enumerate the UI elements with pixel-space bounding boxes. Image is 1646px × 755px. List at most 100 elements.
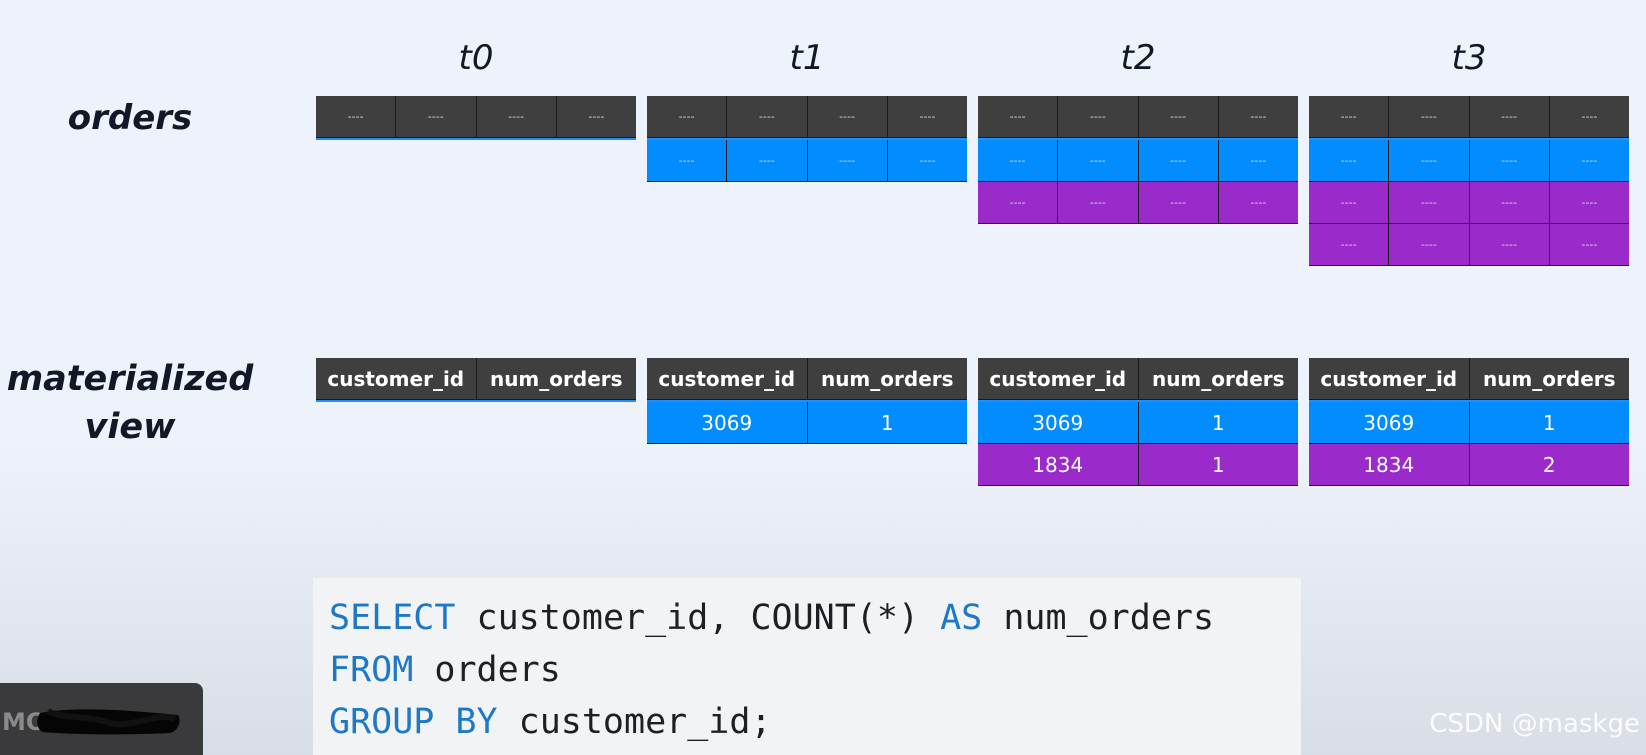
orders-row-blue: ---------------- <box>647 140 967 182</box>
orders-row-purple: ---------------- <box>978 182 1298 224</box>
orders-cell: ---- <box>1218 140 1298 182</box>
orders-cell: ---- <box>1469 224 1550 266</box>
mv-column-header: num_orders <box>476 358 636 400</box>
orders-cell: ---- <box>1309 140 1390 182</box>
orders-label: orders <box>67 98 193 138</box>
orders-cell: ---- <box>647 140 728 182</box>
orders-cell: ---- <box>1058 182 1139 224</box>
orders-cell: ---- <box>476 96 557 138</box>
orders-cell: ---- <box>556 96 636 138</box>
orders-header-row: ---------------- <box>316 96 636 140</box>
mv-cell-customer-id: 3069 <box>1309 402 1470 444</box>
mv-cell-customer-id: 1834 <box>1309 444 1470 486</box>
orders-cell: ---- <box>1389 96 1470 138</box>
orders-cell: ---- <box>396 96 477 138</box>
orders-cell: ---- <box>647 96 728 138</box>
mv-cell-num-orders: 1 <box>1138 444 1298 486</box>
orders-row-purple: ---------------- <box>1309 182 1629 224</box>
orders-cell: ---- <box>978 140 1059 182</box>
time-label-t0: t0 <box>458 38 494 78</box>
sql-keyword: SELECT <box>329 598 456 638</box>
materialized-view-label-line1: materialized <box>6 359 254 399</box>
sql-line-1: SELECT customer_id, COUNT(*) AS num_orde… <box>329 592 1285 644</box>
orders-row-blue: ---------------- <box>978 140 1298 182</box>
materialized-view-label-line2: view <box>84 407 176 447</box>
mv-column-header: num_orders <box>807 358 967 400</box>
orders-header-row: ---------------- <box>978 96 1298 140</box>
mv-column-header: customer_id <box>1309 358 1470 400</box>
logo-box: MO <box>0 683 203 755</box>
orders-cell: ---- <box>1389 224 1470 266</box>
orders-cell: ---- <box>1218 96 1298 138</box>
orders-cell: ---- <box>1138 96 1219 138</box>
orders-cell: ---- <box>1549 182 1629 224</box>
orders-table-t2: ----------------------------------------… <box>978 96 1298 224</box>
orders-header-row: ---------------- <box>647 96 967 140</box>
orders-cell: ---- <box>887 96 967 138</box>
orders-cell: ---- <box>1218 182 1298 224</box>
mv-cell-num-orders: 1 <box>1138 402 1298 444</box>
orders-cell: ---- <box>887 140 967 182</box>
sql-text: customer_id, COUNT(*) <box>455 598 941 638</box>
sql-keyword: GROUP BY <box>329 702 498 742</box>
sql-keyword: AS <box>940 598 983 638</box>
mv-column-header: num_orders <box>1138 358 1298 400</box>
orders-header-row: ---------------- <box>1309 96 1629 140</box>
orders-row-blue: ---------------- <box>1309 140 1629 182</box>
time-label-t3: t3 <box>1451 38 1487 78</box>
mv-column-header: customer_id <box>647 358 808 400</box>
mv-cell-customer-id: 1834 <box>978 444 1139 486</box>
orders-cell: ---- <box>316 96 397 138</box>
time-label-t1: t1 <box>789 38 825 78</box>
time-label-t2: t2 <box>1120 38 1156 78</box>
orders-cell: ---- <box>1469 182 1550 224</box>
orders-cell: ---- <box>807 96 888 138</box>
orders-table-t3: ----------------------------------------… <box>1309 96 1629 266</box>
mv-cell-num-orders: 2 <box>1469 444 1629 486</box>
sql-keyword: FROM <box>329 650 414 690</box>
orders-table-t0: ---------------- <box>316 96 636 140</box>
mv-cell-num-orders: 1 <box>807 402 967 444</box>
orders-cell: ---- <box>1138 140 1219 182</box>
orders-cell: ---- <box>727 140 808 182</box>
mv-cell-customer-id: 3069 <box>647 402 808 444</box>
orders-cell: ---- <box>1058 140 1139 182</box>
mv-cell-num-orders: 1 <box>1469 402 1629 444</box>
orders-row-purple: ---------------- <box>1309 224 1629 266</box>
orders-cell: ---- <box>1469 96 1550 138</box>
watermark-text: CSDN @maskge <box>1429 709 1640 739</box>
orders-cell: ---- <box>1389 140 1470 182</box>
mv-column-header: customer_id <box>978 358 1139 400</box>
orders-cell: ---- <box>807 140 888 182</box>
orders-cell: ---- <box>1389 182 1470 224</box>
orders-cell: ---- <box>1138 182 1219 224</box>
orders-cell: ---- <box>1309 182 1390 224</box>
sql-code-block: SELECT customer_id, COUNT(*) AS num_orde… <box>313 578 1301 755</box>
orders-cell: ---- <box>978 182 1059 224</box>
logo-scribble: MO <box>2 708 180 736</box>
orders-table-t1: -------------------------------- <box>647 96 967 182</box>
mv-column-header: customer_id <box>316 358 477 400</box>
orders-cell: ---- <box>1309 96 1390 138</box>
sql-line-2: FROM orders <box>329 644 1285 696</box>
sql-text: orders <box>413 650 561 690</box>
orders-cell: ---- <box>1549 140 1629 182</box>
orders-cell: ---- <box>1549 96 1629 138</box>
sql-text: num_orders <box>982 598 1215 638</box>
sql-text: customer_id; <box>497 702 772 742</box>
orders-cell: ---- <box>1469 140 1550 182</box>
mv-column-header: num_orders <box>1469 358 1629 400</box>
orders-cell: ---- <box>727 96 808 138</box>
